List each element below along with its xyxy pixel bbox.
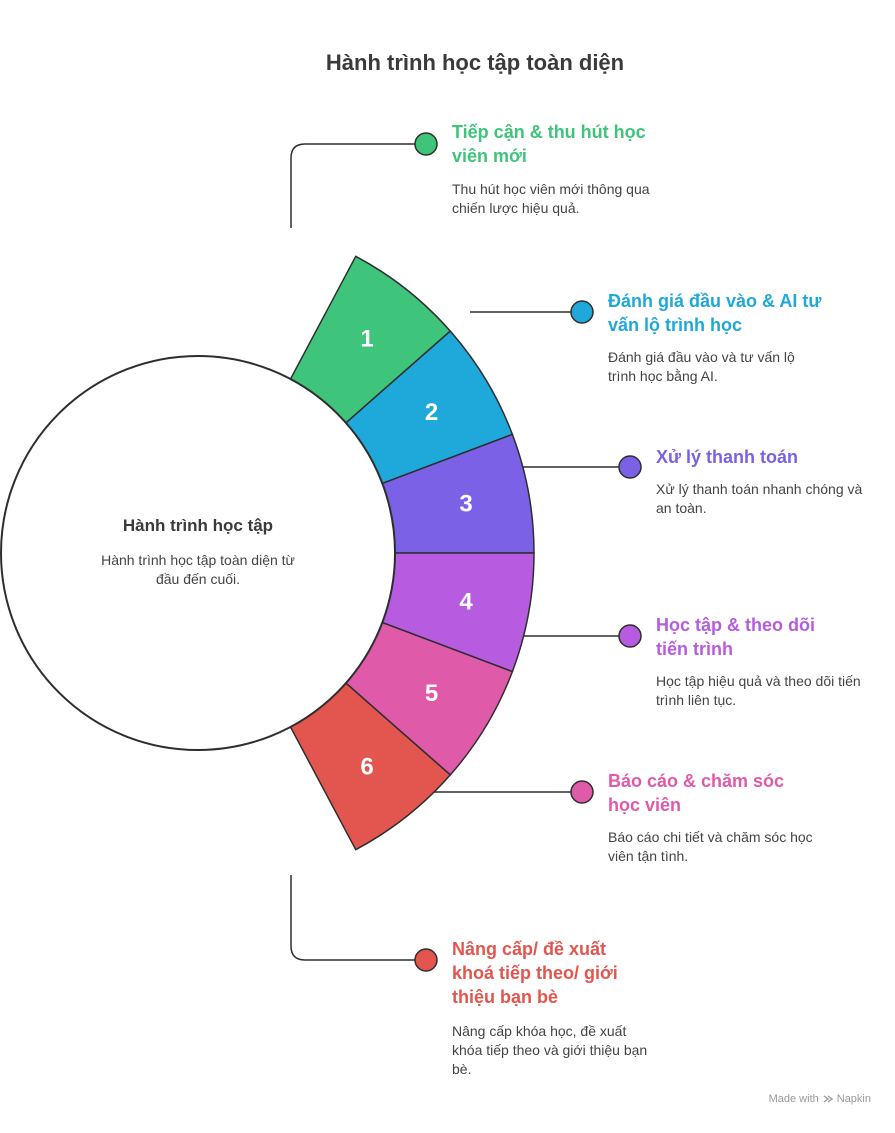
footer-branding: Made with Napkin xyxy=(769,1093,871,1105)
center-circle xyxy=(0,355,396,751)
segment-number-2: 2 xyxy=(425,399,438,426)
center-description: Hành trình học tập toàn diện từ đầu đến … xyxy=(101,552,295,587)
step-dot-1 xyxy=(414,132,438,156)
segment-number-1: 1 xyxy=(360,326,373,353)
step-5-description: Báo cáo chi tiết và chăm sóc học viên tậ… xyxy=(608,829,813,864)
segment-number-6: 6 xyxy=(360,753,373,780)
segment-number-3: 3 xyxy=(459,491,472,518)
page-title: Hành trình học tập toàn diện xyxy=(325,50,625,75)
segment-number-4: 4 xyxy=(459,588,473,615)
step-1-title: Tiếp cận & thu hút học viên mới xyxy=(452,122,646,166)
step-4-description: Học tập hiệu quả và theo dõi tiến trình … xyxy=(656,673,861,708)
step-dot-2 xyxy=(570,300,594,324)
step-dot-3 xyxy=(618,455,642,479)
step-1-description: Thu hút học viên mới thông qua chiến lượ… xyxy=(452,181,650,216)
step-6-title: Nâng cấp/ đề xuất khoá tiếp theo/ giới t… xyxy=(452,939,618,1007)
segment-number-5: 5 xyxy=(425,680,438,707)
step-3-title: Xử lý thanh toán xyxy=(656,447,799,467)
step-4-title: Học tập & theo dõi tiến trình xyxy=(656,615,815,659)
brand-name: Napkin xyxy=(836,1093,871,1105)
center-title: Hành trình học tập xyxy=(122,516,274,535)
step-dot-6 xyxy=(414,948,438,972)
step-2-title: Đánh giá đầu vào & AI tư vấn lộ trình họ… xyxy=(608,291,822,335)
step-dot-5 xyxy=(570,780,594,804)
step-5-title: Báo cáo & chăm sóc học viên xyxy=(608,771,785,815)
made-with-label: Made with xyxy=(768,1093,819,1105)
napkin-logo-icon xyxy=(823,1095,833,1103)
step-dot-4 xyxy=(618,624,642,648)
step-2-description: Đánh giá đầu vào và tư vấn lộ trình học … xyxy=(608,349,795,384)
connector-line-1 xyxy=(290,143,426,228)
connector-line-6 xyxy=(290,875,426,961)
step-6-description: Nâng cấp khóa học, đề xuất khóa tiếp the… xyxy=(452,1023,648,1077)
step-3-description: Xử lý thanh toán nhanh chóng và an toàn. xyxy=(656,481,863,516)
